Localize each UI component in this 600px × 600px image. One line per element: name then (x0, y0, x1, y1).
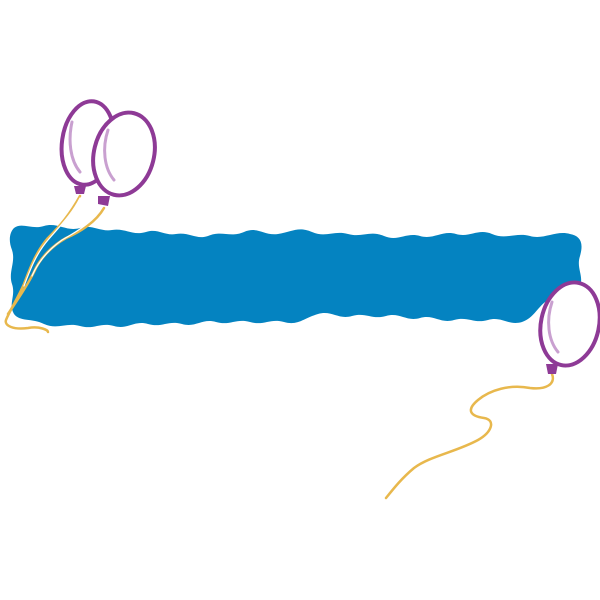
wavy-blue-banner (9, 225, 582, 328)
balloon-front-left (91, 110, 157, 206)
right-balloon-string (384, 372, 555, 500)
left-balloon-strings (4, 194, 106, 334)
balloon-right (538, 280, 600, 374)
balloon-string (31, 209, 101, 277)
balloon-string (23, 197, 81, 287)
